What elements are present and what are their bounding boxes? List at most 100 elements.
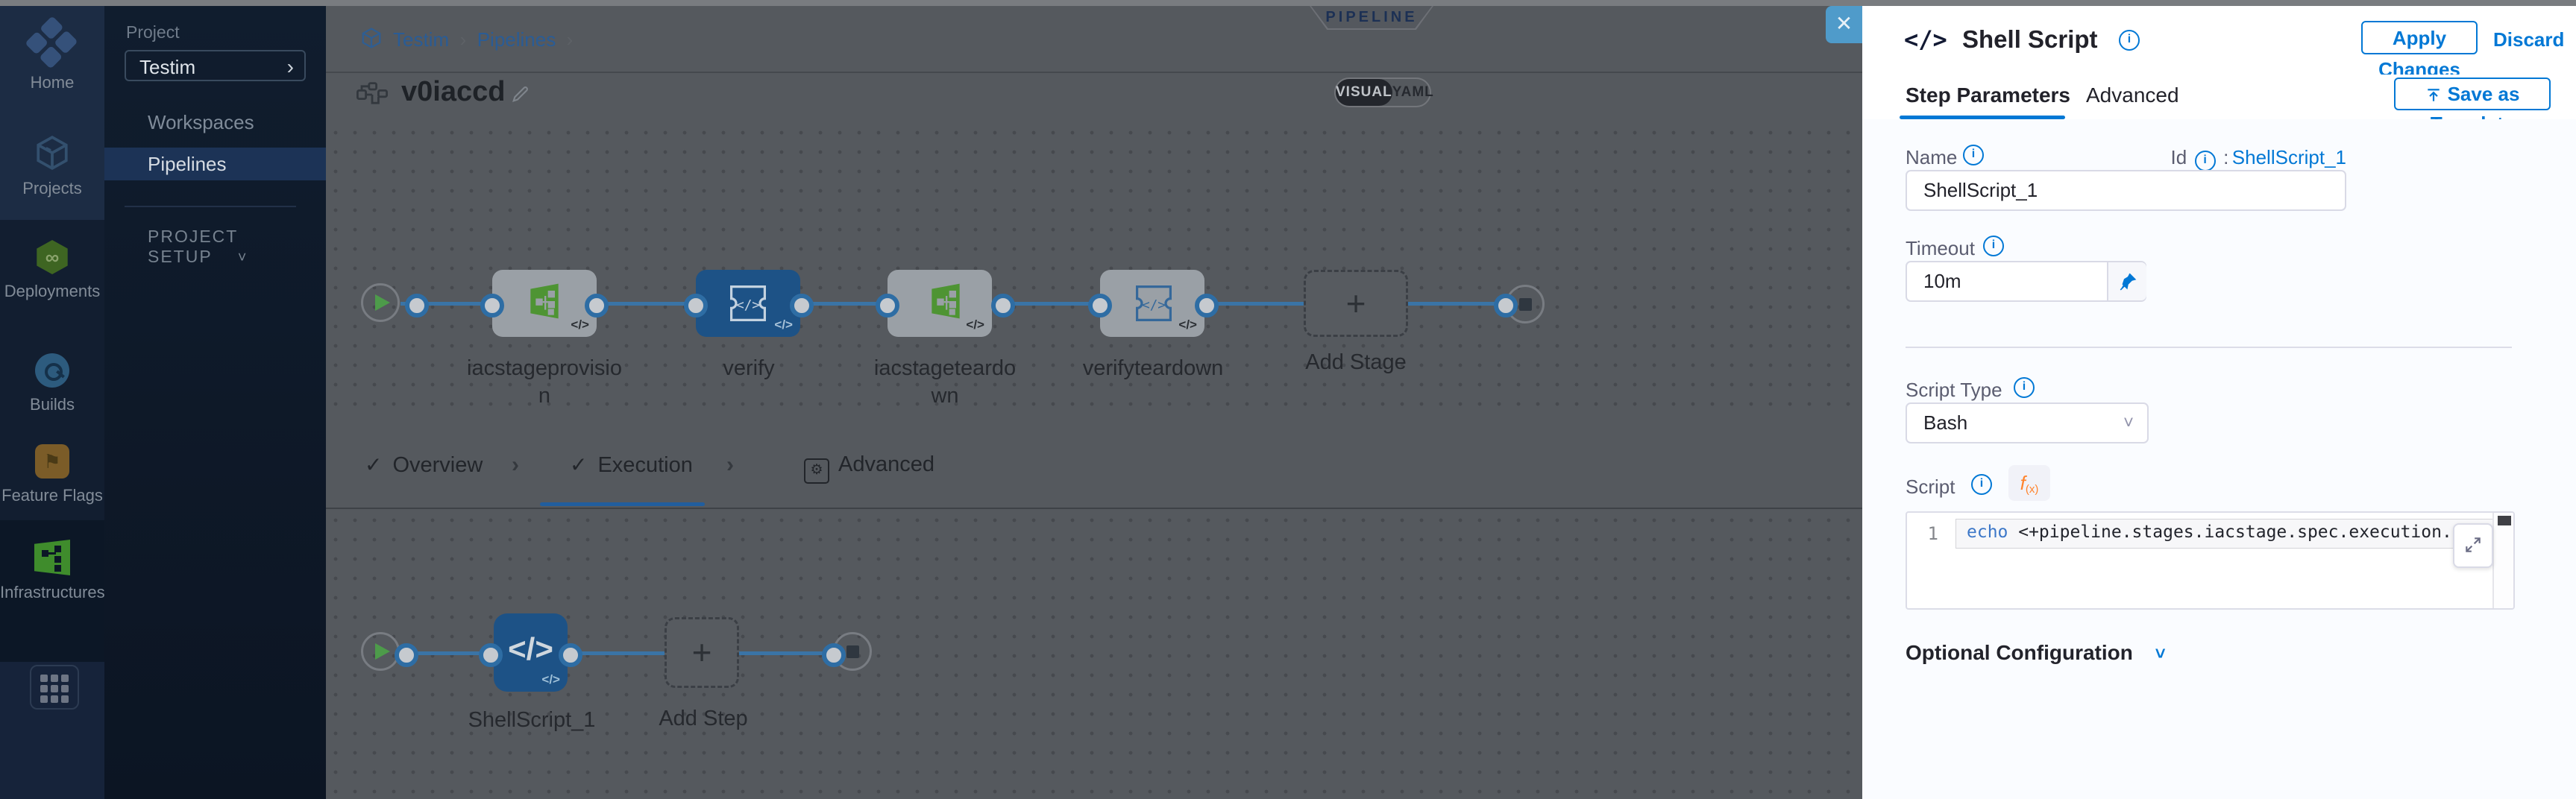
- info-icon[interactable]: i: [1983, 236, 2004, 256]
- chevron-down-icon: ˅: [2123, 413, 2134, 433]
- script-label: Script: [1906, 476, 1955, 498]
- advanced-gear-icon: ⚙: [804, 458, 829, 484]
- info-icon[interactable]: i: [2119, 30, 2140, 51]
- sidebar-item-infrastructures[interactable]: Infrastructures: [0, 540, 105, 602]
- step-id-value[interactable]: ShellScript_1: [2231, 146, 2346, 168]
- step-node-shellscript[interactable]: </> </>: [494, 613, 568, 692]
- pipeline-studio-badge: PIPELINE STUDIO: [1310, 6, 1433, 30]
- breadcrumb-separator: ›: [566, 28, 574, 51]
- add-stage-label: Add Stage: [1305, 350, 1407, 374]
- name-input[interactable]: [1906, 170, 2346, 211]
- connector-point: [1494, 294, 1518, 318]
- infrastructure-stage-icon: [524, 280, 565, 322]
- connector-point: [405, 294, 429, 318]
- info-icon[interactable]: i: [2194, 151, 2216, 171]
- drawer-close-button[interactable]: ✕: [1826, 6, 1862, 43]
- stage-node-iacstageprovision[interactable]: </>: [492, 270, 597, 337]
- sidebar-item-workspaces[interactable]: Workspaces: [148, 111, 254, 133]
- info-icon[interactable]: i: [1963, 145, 1984, 165]
- toggle-yaml[interactable]: YAML: [1392, 84, 1434, 100]
- stop-icon: [1519, 298, 1532, 311]
- rail-band-top: [0, 6, 104, 220]
- module-overflow-button[interactable]: [30, 665, 79, 710]
- timeout-input[interactable]: [1906, 261, 2146, 302]
- project-section-label: Project: [126, 22, 180, 42]
- expression-fx-button[interactable]: f(x): [2008, 465, 2050, 501]
- tab-advanced[interactable]: ⚙Advanced: [804, 452, 934, 484]
- chevron-down-icon: ˅: [237, 250, 248, 266]
- connector-point: [480, 294, 504, 318]
- script-type-label: Script Type: [1906, 379, 2002, 401]
- id-separator: :: [2223, 146, 2229, 168]
- connector-point: [822, 643, 846, 667]
- pipeline-canvas: Testim › Pipelines › PIPELINE STUDIO v0i…: [326, 6, 1862, 799]
- plus-icon: +: [1345, 284, 1366, 323]
- apply-changes-button[interactable]: Apply Changes: [2361, 21, 2478, 80]
- id-label: Id: [2170, 146, 2187, 168]
- info-icon[interactable]: i: [2014, 377, 2035, 398]
- template-stage-icon: </>: [724, 281, 772, 326]
- optional-configuration-toggle[interactable]: Optional Configuration ˅: [1906, 641, 2166, 664]
- project-setup-toggle[interactable]: PROJECT SETUP˅: [148, 227, 248, 266]
- tab-execution[interactable]: ✓Execution: [570, 453, 693, 477]
- stage-node-verify[interactable]: </> </>: [696, 270, 800, 337]
- breadcrumb-pipelines[interactable]: Pipelines: [477, 28, 556, 51]
- check-icon: ✓: [365, 453, 383, 476]
- add-step-button[interactable]: +: [665, 617, 739, 688]
- sidebar-item-home[interactable]: Home: [0, 16, 104, 92]
- svg-text:</>: </>: [1142, 298, 1166, 313]
- sidebar-item-feature-flags[interactable]: ⚑ Feature Flags: [0, 444, 104, 505]
- editor-expand-button[interactable]: [2453, 523, 2493, 568]
- project-selector[interactable]: Testim ›: [125, 50, 306, 81]
- chevron-right-icon: ›: [286, 55, 294, 78]
- project-name: Testim: [139, 56, 196, 78]
- add-stage-button[interactable]: +: [1304, 270, 1408, 337]
- timeout-input-type-toggle[interactable]: [2107, 262, 2146, 300]
- tab-advanced[interactable]: Advanced: [2086, 83, 2179, 107]
- shell-script-icon: </>: [1904, 25, 1947, 54]
- discard-button[interactable]: Discard: [2493, 28, 2565, 51]
- code-badge-icon: </>: [966, 318, 984, 332]
- edit-pencil-icon[interactable]: [510, 83, 531, 104]
- code-badge-icon: </>: [571, 318, 589, 332]
- editor-line-number: 1: [1927, 523, 1938, 544]
- builds-icon: [35, 353, 69, 388]
- pipeline-name: v0iaccd: [401, 76, 506, 107]
- feature-flag-icon: ⚑: [35, 444, 69, 479]
- infrastructure-icon: [34, 540, 70, 575]
- script-type-value: Bash: [1923, 411, 1968, 434]
- code-badge-icon: </>: [541, 672, 560, 686]
- visual-yaml-toggle: VISUAL YAML: [1334, 78, 1434, 107]
- toggle-visual[interactable]: VISUAL: [1336, 79, 1392, 106]
- sidebar-item-deployments[interactable]: ∞ Deployments: [0, 240, 104, 301]
- tab-step-parameters[interactable]: Step Parameters: [1906, 83, 2071, 107]
- editor-scrollbar-thumb[interactable]: [2498, 516, 2511, 525]
- script-code-editor[interactable]: 1 echo <+pipeline.stages.iacstage.spec.e…: [1906, 511, 2515, 610]
- breadcrumb-testim[interactable]: Testim: [393, 28, 450, 51]
- sidebar-divider: [125, 206, 296, 207]
- tab-overview[interactable]: ✓Overview: [365, 453, 483, 477]
- connector-point: [876, 294, 899, 318]
- chevron-right-icon: ›: [726, 452, 734, 477]
- sidebar-item-builds[interactable]: Builds: [0, 353, 104, 414]
- play-icon: [375, 643, 390, 660]
- script-type-select[interactable]: Bash ˅: [1906, 402, 2149, 443]
- play-icon: [375, 294, 390, 311]
- pin-icon: [2120, 273, 2136, 291]
- save-as-template-button[interactable]: Save as Template: [2394, 78, 2551, 135]
- step-start-node: [361, 632, 400, 671]
- stage-node-verifyteardown[interactable]: </> </>: [1100, 270, 1204, 337]
- step-id-row: Id i : ShellScript_1: [2146, 146, 2346, 171]
- svg-text:</>: </>: [736, 298, 760, 313]
- stage-node-iacstageteardown[interactable]: </>: [888, 270, 992, 337]
- sidebar-item-projects[interactable]: Projects: [0, 134, 104, 198]
- drawer-title: Shell Script: [1962, 25, 2098, 53]
- info-icon[interactable]: i: [1971, 474, 1992, 495]
- sidebar-item-label: Infrastructures: [0, 583, 105, 601]
- sidebar-item-label: Builds: [30, 395, 75, 414]
- sidebar-item-pipelines[interactable]: Pipelines: [104, 148, 326, 180]
- editor-scrollbar[interactable]: [2492, 513, 2513, 608]
- breadcrumb-bar: Testim › Pipelines ›: [326, 6, 1862, 73]
- step-pipeline-link: [400, 651, 841, 655]
- chevron-right-icon: ›: [512, 452, 519, 477]
